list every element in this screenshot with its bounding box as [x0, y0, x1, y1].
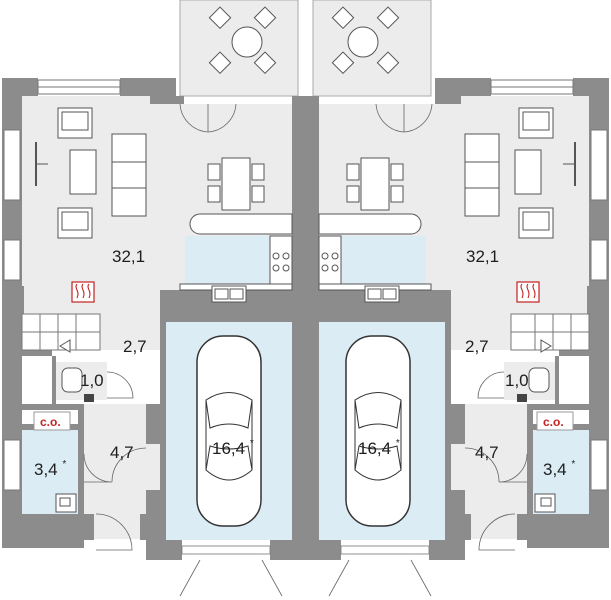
hob-icon — [272, 252, 290, 272]
right-boiler-area-label: 3,4 * — [543, 459, 575, 479]
tv-icon — [35, 142, 48, 186]
asterisk-mark: * — [62, 459, 66, 470]
coffee-table-icon — [69, 149, 97, 195]
patio-table-set-icon — [208, 6, 277, 75]
left-wc-area-label: 1,0 — [80, 371, 104, 390]
right-living-area-label: 32,1 — [466, 247, 499, 266]
left-garage-area-value: 16,4 — [212, 439, 245, 458]
dining-set-icon — [207, 157, 265, 211]
sofa-icon — [464, 133, 500, 217]
left-entry-area-label: 4,7 — [110, 443, 134, 462]
windows — [3, 79, 608, 491]
entry-door-right — [464, 447, 516, 551]
boiler-door-right — [498, 453, 528, 483]
armchair-icon — [518, 107, 554, 139]
toilet-icon — [61, 367, 83, 393]
washbasin-icon — [84, 394, 94, 402]
boiler-door-left — [83, 453, 113, 483]
stairs-icon — [21, 313, 101, 353]
terrace-door-left — [179, 103, 237, 133]
toilet-icon — [528, 367, 550, 393]
right-garage-door — [328, 545, 432, 597]
boiler-icon — [534, 493, 556, 513]
stairs-icon — [510, 313, 590, 353]
armchair-icon — [518, 207, 554, 239]
left-boiler-area-value: 3,4 — [34, 460, 58, 479]
terrace-door-right — [375, 103, 433, 133]
left-living-area-label: 32,1 — [112, 247, 145, 266]
left-co-tag: c.o. — [33, 411, 71, 431]
asterisk-mark: * — [250, 438, 254, 449]
left-garage-door — [179, 545, 283, 597]
wc-door-left — [106, 371, 134, 399]
left-hall-area-label: 2,7 — [123, 337, 147, 356]
wc-door-right — [477, 371, 505, 399]
right-garage-area-label: 16,4 * — [358, 438, 400, 458]
radiator-icon — [516, 281, 540, 303]
armchair-icon — [57, 207, 93, 239]
hob-icon — [321, 252, 339, 272]
armchair-icon — [57, 107, 93, 139]
washbasin-icon — [517, 394, 527, 402]
right-hall-area-label: 2,7 — [465, 337, 489, 356]
right-boiler-area-value: 3,4 — [543, 460, 567, 479]
sink-icon — [364, 285, 400, 303]
radiator-icon — [71, 281, 95, 303]
dining-set-icon — [346, 157, 404, 211]
car-icon — [345, 335, 411, 527]
asterisk-mark: * — [396, 438, 400, 449]
entry-door-left — [95, 447, 147, 551]
car-icon — [196, 335, 262, 527]
left-boiler-area-label: 3,4 * — [34, 459, 66, 479]
coffee-table-icon — [514, 149, 542, 195]
right-wc-area-label: 1,0 — [505, 371, 529, 390]
right-co-text: c.o. — [543, 415, 564, 429]
boiler-icon — [55, 493, 77, 513]
right-co-tag: c.o. — [536, 411, 574, 431]
asterisk-mark: * — [571, 459, 575, 470]
sink-icon — [211, 285, 247, 303]
left-garage-area-label: 16,4 * — [212, 438, 254, 458]
patio-table-set-icon — [331, 6, 400, 75]
tv-icon — [563, 142, 576, 186]
right-entry-area-label: 4,7 — [475, 443, 499, 462]
left-co-text: c.o. — [40, 415, 61, 429]
sofa-icon — [111, 133, 147, 217]
right-garage-area-value: 16,4 — [358, 439, 391, 458]
